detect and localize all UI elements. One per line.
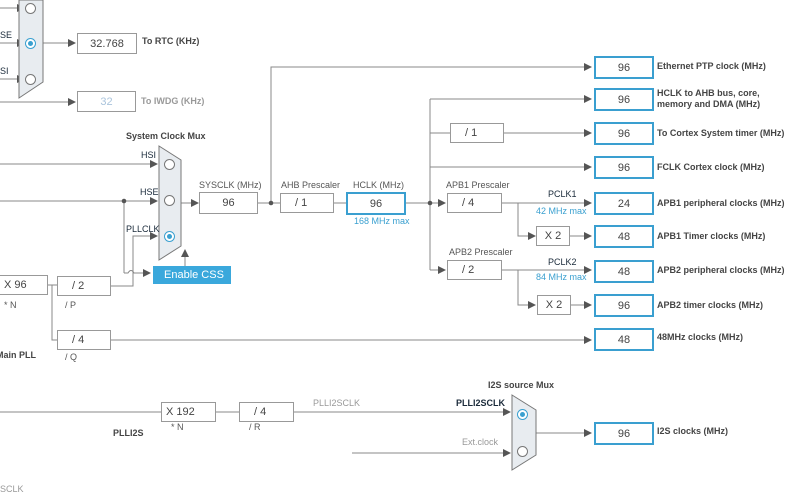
output-apb2-timer[interactable]: 96 bbox=[594, 294, 654, 317]
output-48mhz-label: 48MHz clocks (MHz) bbox=[657, 332, 744, 342]
rtc-output-label: To RTC (KHz) bbox=[142, 36, 200, 46]
pclk2-label: PCLK2 bbox=[548, 257, 577, 267]
apb2-prescaler-select[interactable]: / 2 bbox=[447, 260, 502, 280]
apb1-prescaler-label: APB1 Prescaler bbox=[446, 180, 510, 190]
i2s-mux-radio-plli2sclk[interactable] bbox=[517, 409, 528, 420]
sysmux-radio-hsi[interactable] bbox=[164, 159, 175, 170]
main-pll-n-label: * N bbox=[4, 300, 17, 310]
output-apb1-peripheral-label: APB1 peripheral clocks (MHz) bbox=[657, 198, 785, 208]
hclk-max-hint: 168 MHz max bbox=[354, 216, 410, 226]
main-pll-p-select[interactable]: / 2 bbox=[57, 276, 111, 296]
plli2s-r-select[interactable]: / 4 bbox=[239, 402, 294, 422]
rtc-mux-input-lsi-label: SI bbox=[0, 66, 9, 76]
rtc-mux-radio-1[interactable] bbox=[25, 3, 36, 14]
system-clock-mux-title: System Clock Mux bbox=[126, 131, 206, 141]
output-48mhz[interactable]: 48 bbox=[594, 328, 654, 351]
i2s-mux-input-plli2sclk-label: PLLI2SCLK bbox=[456, 398, 506, 408]
plli2s-r-label: / R bbox=[249, 422, 261, 432]
sysmux-input-pllclk-label: PLLCLK bbox=[126, 224, 160, 234]
apb2-prescaler-label: APB2 Prescaler bbox=[449, 247, 513, 257]
output-apb2-timer-label: APB2 timer clocks (MHz) bbox=[657, 300, 764, 310]
output-hclk-ahb-label: HCLK to AHB bus, core, memory and DMA (M… bbox=[657, 88, 761, 109]
main-pll-q-label: / Q bbox=[65, 352, 78, 362]
output-apb1-timer-label: APB1 Timer clocks (MHz) bbox=[657, 231, 766, 241]
sysmux-input-hse-label: HSE bbox=[140, 187, 159, 197]
ahb-prescaler-label: AHB Prescaler bbox=[281, 180, 341, 190]
rtc-mux-radio-lsi[interactable] bbox=[25, 74, 36, 85]
output-cortex-timer-label: To Cortex System timer (MHz) bbox=[657, 128, 785, 138]
i2s-mux-radio-ext[interactable] bbox=[517, 446, 528, 457]
output-i2s-label: I2S clocks (MHz) bbox=[657, 426, 729, 436]
output-fclk-cortex[interactable]: 96 bbox=[594, 156, 654, 179]
main-pll-title: Main PLL bbox=[0, 350, 36, 360]
sysclk-label: SYSCLK (MHz) bbox=[199, 180, 262, 190]
rtc-mux-input-lse-label: SE bbox=[0, 30, 13, 40]
main-pll-p-label: / P bbox=[65, 300, 77, 310]
iwdg-output-label: To IWDG (KHz) bbox=[141, 96, 205, 106]
main-pll-n-field[interactable]: X 96 bbox=[0, 275, 48, 295]
pclk1-max-hint: 42 MHz max bbox=[536, 206, 587, 216]
output-apb2-peripheral[interactable]: 48 bbox=[594, 260, 654, 283]
plli2sclk-wire-label: PLLI2SCLK bbox=[313, 398, 361, 408]
plli2s-n-field[interactable]: X 192 bbox=[161, 402, 216, 422]
i2s-mux-input-ext-label: Ext.clock bbox=[462, 437, 499, 447]
i2s-mux-title: I2S source Mux bbox=[488, 380, 555, 390]
output-ethernet-ptp[interactable]: 96 bbox=[594, 56, 654, 79]
pclk2-max-hint: 84 MHz max bbox=[536, 272, 587, 282]
pclk1-label: PCLK1 bbox=[548, 189, 577, 199]
output-apb1-timer[interactable]: 48 bbox=[594, 225, 654, 248]
plli2s-title: PLLI2S bbox=[113, 428, 144, 438]
enable-css-button[interactable]: Enable CSS bbox=[153, 266, 231, 284]
hclk-label: HCLK (MHz) bbox=[353, 180, 404, 190]
apb1-prescaler-select[interactable]: / 4 bbox=[447, 193, 502, 213]
sysclk-value-field: 96 bbox=[199, 192, 258, 214]
sysmux-radio-pllclk[interactable] bbox=[164, 231, 175, 242]
plli2s-n-label: * N bbox=[171, 422, 184, 432]
bottom-clipped-label: SCLK bbox=[0, 484, 24, 494]
iwdg-value-field: 32 bbox=[77, 91, 136, 112]
output-i2s[interactable]: 96 bbox=[594, 422, 654, 445]
rtc-value-field[interactable]: 32.768 bbox=[77, 33, 137, 54]
sysmux-radio-hse[interactable] bbox=[164, 195, 175, 206]
ahb-prescaler-select[interactable]: / 1 bbox=[280, 193, 334, 213]
output-apb1-peripheral[interactable]: 24 bbox=[594, 192, 654, 215]
output-apb2-peripheral-label: APB2 peripheral clocks (MHz) bbox=[657, 265, 785, 275]
output-hclk-ahb[interactable]: 96 bbox=[594, 88, 654, 111]
cortex-timer-prescaler-select[interactable]: / 1 bbox=[450, 123, 504, 143]
rtc-mux-radio-lse[interactable] bbox=[25, 38, 36, 49]
apb1-timer-multiplier: X 2 bbox=[536, 226, 570, 246]
sysmux-input-hsi-label: HSI bbox=[141, 150, 157, 160]
main-pll-q-select[interactable]: / 4 bbox=[57, 330, 111, 350]
output-fclk-cortex-label: FCLK Cortex clock (MHz) bbox=[657, 162, 765, 172]
output-cortex-timer[interactable]: 96 bbox=[594, 122, 654, 145]
apb2-timer-multiplier: X 2 bbox=[537, 295, 571, 315]
hclk-value-field[interactable]: 96 bbox=[346, 192, 406, 215]
output-ethernet-ptp-label: Ethernet PTP clock (MHz) bbox=[657, 61, 766, 71]
